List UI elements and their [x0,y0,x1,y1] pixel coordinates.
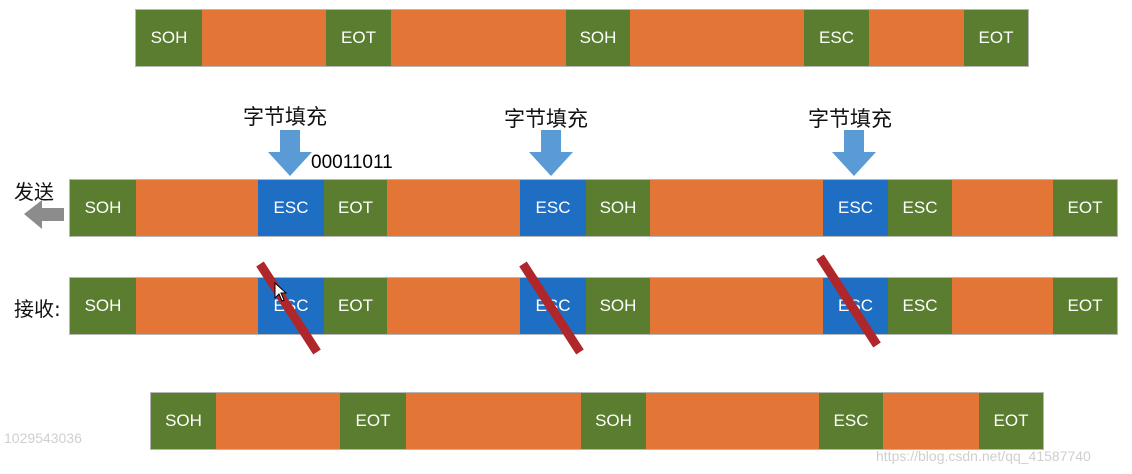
esc-bit-pattern: 00011011 [311,152,393,173]
data-block [883,393,979,449]
down-arrow-icon [529,130,573,176]
soh-block: SOH [136,10,202,66]
eot-block: EOT [340,393,406,449]
data-block [406,393,581,449]
down-arrow-icon [268,130,312,176]
data-block [650,180,823,236]
receive-label: 接收: [14,297,61,321]
byte-stuffing-label: 字节填充 [243,105,327,129]
esc-block: ESC [804,10,869,66]
original-frame: SOH EOT SOH ESC EOT [135,9,1029,67]
soh-block: SOH [586,278,650,334]
esc-block: ESC [888,180,952,236]
data-block [136,180,258,236]
byte-stuffing-label: 字节填充 [808,107,892,131]
data-block [650,278,823,334]
recovered-frame: SOH EOT SOH ESC EOT [150,392,1044,450]
data-block [202,10,326,66]
eot-block: EOT [324,278,387,334]
data-block [216,393,340,449]
eot-block: EOT [1053,180,1117,236]
send-label: 发送 [14,180,54,204]
esc-block: ESC [888,278,952,334]
stuffed-esc-block: ESC [520,180,586,236]
eot-block: EOT [964,10,1028,66]
stuffed-esc-block: ESC [823,180,888,236]
watermark-url: https://blog.csdn.net/qq_41587740 [876,448,1091,464]
soh-block: SOH [566,10,630,66]
soh-block: SOH [151,393,216,449]
stuffed-esc-block: ESC [520,278,586,334]
data-block [952,278,1053,334]
eot-block: EOT [326,10,391,66]
watermark-id: 1029543036 [4,430,82,446]
soh-block: SOH [70,278,136,334]
byte-stuffing-label: 字节填充 [504,107,588,131]
down-arrow-icon [832,130,876,176]
stuffed-esc-block: ESC [823,278,888,334]
eot-block: EOT [324,180,387,236]
eot-block: EOT [979,393,1043,449]
soh-block: SOH [70,180,136,236]
eot-block: EOT [1053,278,1117,334]
data-block [136,278,258,334]
send-frame: SOH ESC EOT ESC SOH ESC ESC EOT [69,179,1118,237]
soh-block: SOH [581,393,646,449]
data-block [387,278,520,334]
data-block [630,10,804,66]
data-block [391,10,566,66]
data-block [869,10,964,66]
data-block [952,180,1053,236]
data-block [387,180,520,236]
stuffed-esc-block: ESC [258,180,324,236]
esc-block: ESC [819,393,883,449]
data-block [646,393,819,449]
soh-block: SOH [586,180,650,236]
receive-frame: SOH ESC EOT ESC SOH ESC ESC EOT [69,277,1118,335]
stuffed-esc-block: ESC [258,278,324,334]
